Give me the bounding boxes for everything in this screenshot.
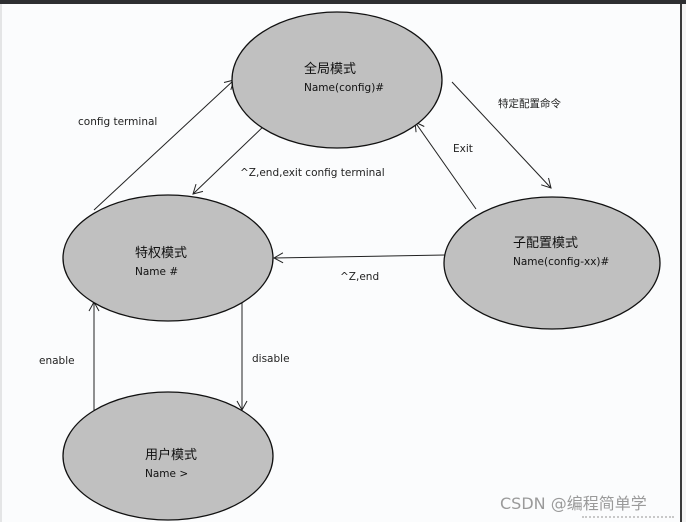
node-global-config: 全局模式 Name(config)# <box>231 11 443 149</box>
node-prompt: Name > <box>145 468 188 480</box>
edge-config-terminal <box>93 79 235 211</box>
right-pad <box>682 4 686 522</box>
right-border <box>680 4 682 522</box>
edge-exit <box>414 121 477 210</box>
watermark-underline <box>582 516 674 518</box>
node-prompt: Name(config-xx)# <box>513 256 609 268</box>
edge-label-z-end: ^Z,end <box>340 271 379 283</box>
edge-label-config-terminal: config terminal <box>78 116 157 128</box>
edge-z-end <box>272 252 446 264</box>
left-edge <box>0 4 2 522</box>
edge-label-enable: enable <box>39 355 75 367</box>
edge-specific-config <box>451 81 552 189</box>
node-title: 用户模式 <box>145 447 197 463</box>
node-user: 用户模式 Name > <box>62 391 274 521</box>
edge-label-specific-config: 特定配置命令 <box>498 97 561 110</box>
node-title: 特权模式 <box>135 245 187 261</box>
node-title: 子配置模式 <box>513 236 578 251</box>
node-prompt: Name(config)# <box>304 82 384 94</box>
edge-label-exit: Exit <box>453 143 473 155</box>
top-bar <box>0 0 686 4</box>
edge-label-disable: disable <box>252 353 290 365</box>
node-subconfig: 子配置模式 Name(config-xx)# <box>443 196 661 330</box>
edge-exit-to-privileged <box>192 123 267 195</box>
node-prompt: Name # <box>135 266 178 278</box>
watermark: CSDN @编程简单学 <box>500 494 647 513</box>
node-title: 全局模式 <box>304 61 356 77</box>
node-privileged: 特权模式 Name # <box>62 194 274 322</box>
edge-label-exit-config: ^Z,end,exit config terminal <box>240 167 385 179</box>
